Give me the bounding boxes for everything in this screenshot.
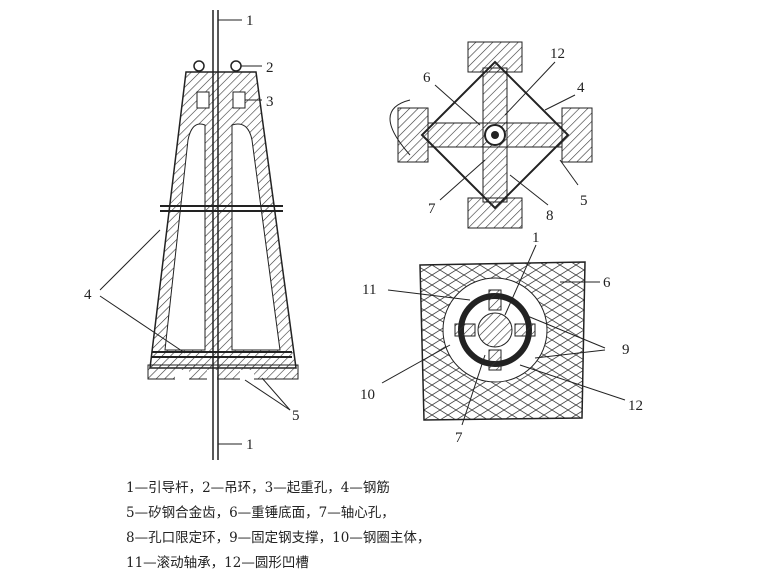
label-7-top: 7 (428, 201, 436, 217)
label-12-detail: 12 (628, 398, 643, 414)
label-4: 4 (84, 287, 92, 303)
label-5-top: 5 (580, 193, 588, 209)
label-2: 2 (266, 60, 274, 76)
caption-line-2: 5—矽钢合金齿，6—重锤底面，7—轴心孔， (126, 505, 395, 521)
label-10: 10 (360, 387, 375, 403)
label-4-top: 4 (577, 80, 585, 96)
hammer-side-view: 1 2 3 4 5 1 (84, 10, 300, 460)
label-9: 9 (622, 342, 630, 358)
caption-line-1: 1—引导杆，2—吊环，3—起重孔，4—钢筋 (126, 480, 390, 496)
label-6-detail: 6 (603, 275, 611, 291)
label-12-top: 12 (550, 46, 565, 62)
label-3: 3 (266, 94, 274, 110)
label-8: 8 (546, 208, 554, 224)
caption-line-3: 8—孔口限定环，9—固定钢支撑，10—钢圈主体， (126, 530, 431, 546)
label-7-detail: 7 (455, 430, 463, 446)
hammer-bottom-view: 12 6 4 7 8 5 (389, 41, 593, 229)
label-1-detail: 1 (532, 230, 540, 246)
bearing-detail: 1 11 6 9 10 12 7 (360, 230, 643, 446)
label-1-bottom: 1 (246, 437, 254, 453)
label-1-top: 1 (246, 13, 254, 29)
label-11: 11 (362, 282, 376, 298)
diagram: 1 2 3 4 5 1 12 6 4 7 8 5 (84, 10, 643, 460)
label-6-top: 6 (423, 70, 431, 86)
label-5: 5 (292, 408, 300, 424)
caption-line-4: 11—滚动轴承，12—圆形凹槽 (126, 555, 309, 571)
